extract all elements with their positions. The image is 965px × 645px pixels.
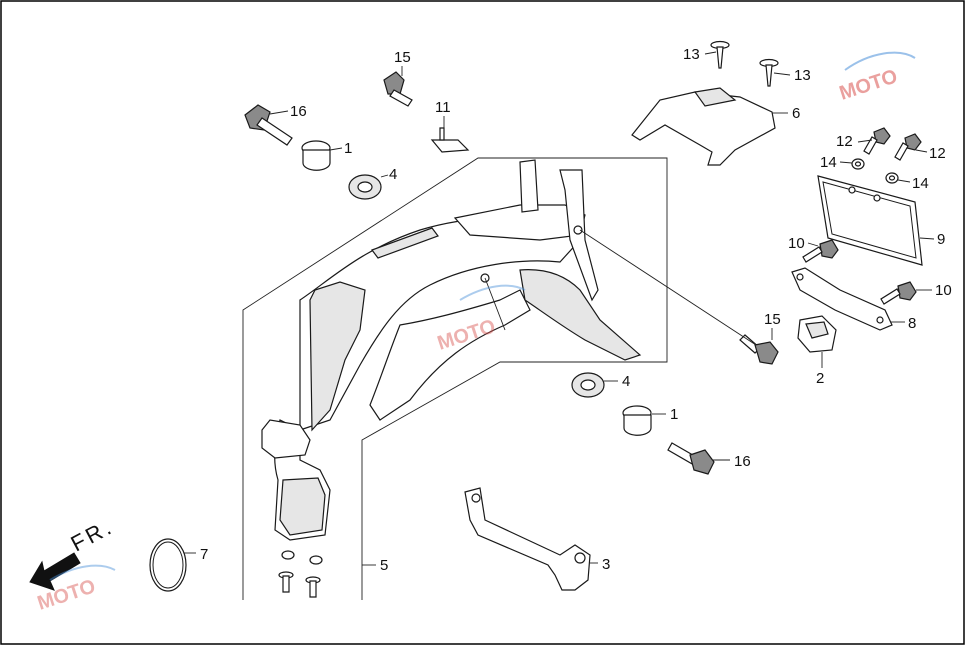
callout-12-left: 12 [836,133,853,150]
callout-10-upper: 10 [788,235,805,252]
washer-part-14-right [885,172,899,184]
ring-part-7 [149,538,187,592]
callout-13-right: 13 [794,67,811,84]
bolt-part-15-upper [383,71,413,107]
front-direction-indicator: FR. [29,513,118,591]
screw-pair-bottom [278,571,321,598]
bolt-part-16-lower [667,442,715,475]
screw-part-13-right [759,58,779,87]
screw-part-13-left [710,40,730,69]
bolt-part-12-left [863,127,891,155]
washer-part-14-left [851,158,865,170]
callout-1-lower: 1 [670,406,678,423]
callout-12-right: 12 [929,145,946,162]
watermark-text-top-right: MOTO [837,65,901,104]
callout-15-upper: 15 [394,49,411,66]
callout-7: 7 [200,546,208,563]
callout-14-left: 14 [820,154,837,171]
grommet-part-4-lower [571,372,605,398]
bracket-part-8 [791,267,893,331]
callout-14-right: 14 [912,175,929,192]
callout-6: 6 [792,105,800,122]
callout-1-upper: 1 [344,140,352,157]
callout-9: 9 [937,231,945,248]
watermark-logo-top-right: MOTO [837,51,916,105]
rubber-part-2 [797,315,837,353]
callout-3: 3 [602,556,610,573]
bracket-part-3 [464,487,591,591]
bolt-part-10-lower [880,281,917,305]
bolt-part-16-upper [244,104,293,146]
washer-pair-bottom [281,550,323,565]
callout-2: 2 [816,370,824,387]
callout-15-lower: 15 [764,311,781,328]
rear-fender-part-5 [261,159,642,541]
grommet-part-4-upper [348,174,382,200]
front-direction-label: FR. [67,513,118,556]
callout-4-upper: 4 [389,166,397,183]
callout-5: 5 [380,557,388,574]
callout-labels: 16 1 4 15 11 13 13 6 12 12 14 14 9 10 10… [200,46,952,574]
callout-11: 11 [435,99,451,116]
collar-part-1-lower [622,405,652,436]
callout-13-left: 13 [683,46,700,63]
bolt-part-15-lower [739,334,779,365]
group-bracket-5 [242,157,668,600]
callout-16-upper: 16 [290,103,307,120]
leader-lines [184,51,935,564]
cover-part-6 [631,87,776,166]
front-arrow-icon [29,552,81,591]
callout-16-lower: 16 [734,453,751,470]
bolt-part-12-right [894,133,922,161]
callout-8: 8 [908,315,916,332]
plate-frame-part-9 [817,175,923,266]
ring-inner [152,541,184,589]
collar-part-1-upper [301,140,331,171]
callout-4-lower: 4 [622,373,630,390]
bolt-part-10-upper [802,239,839,263]
callout-10-lower: 10 [935,282,952,299]
clip-part-11 [430,127,470,153]
